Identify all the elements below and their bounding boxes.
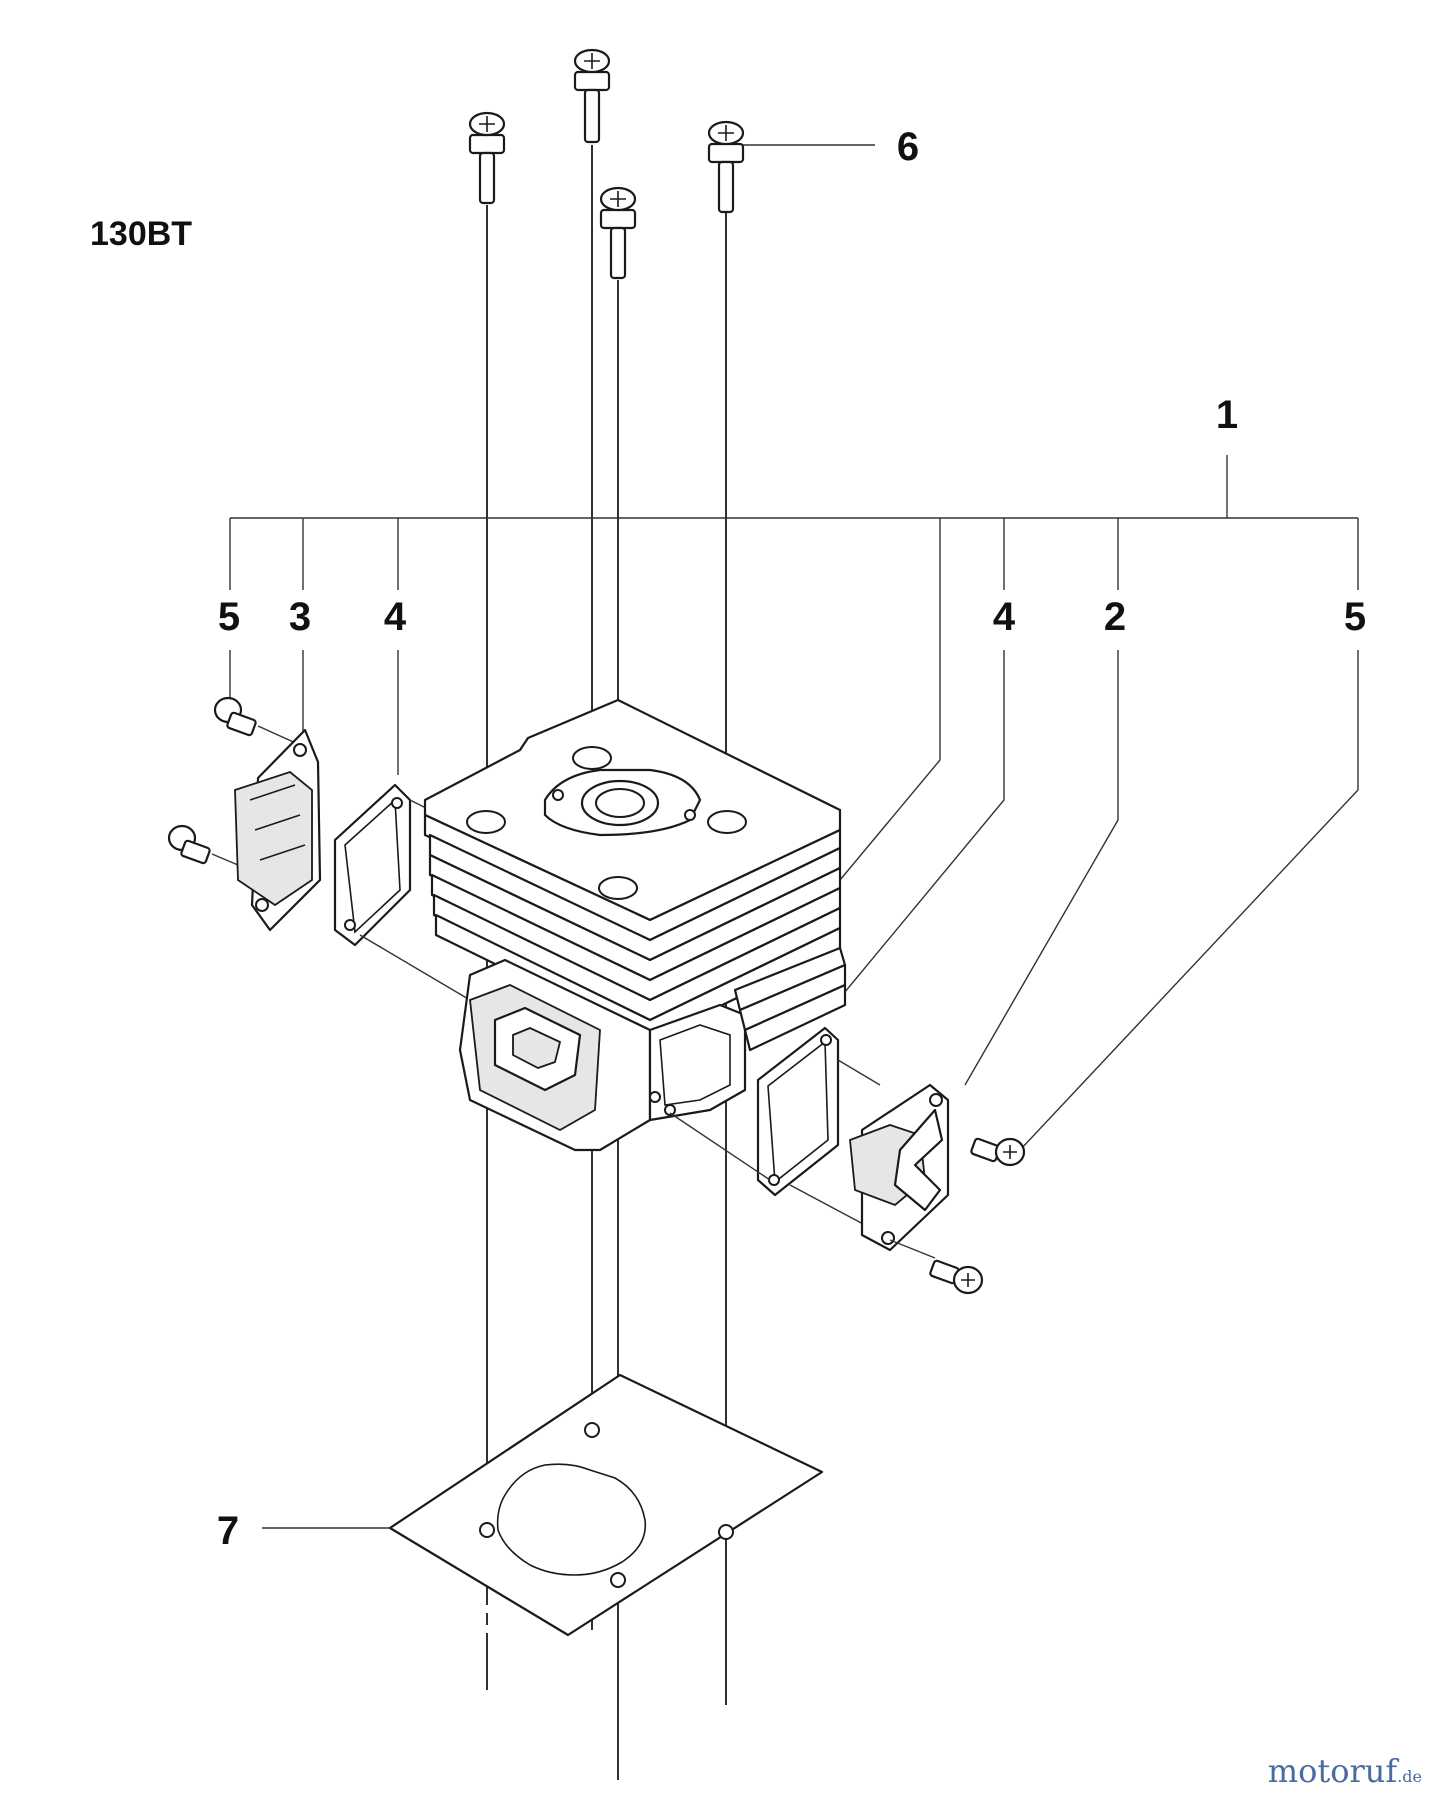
part-3-flange-left	[234, 728, 322, 932]
bolt-left-lower	[167, 824, 246, 869]
bolt-right-upper	[970, 1137, 1026, 1167]
part-7-base-gasket	[388, 1373, 824, 1637]
cylinder-screw-4	[707, 120, 745, 214]
part-4-gasket-right	[756, 1026, 840, 1197]
cylinder-screw-3	[599, 186, 637, 280]
callout-4-left: 4	[384, 595, 407, 639]
callout-3: 3	[289, 595, 311, 639]
bracket-1	[229, 455, 1359, 760]
watermark-logo: motoruf.de	[1267, 1752, 1422, 1790]
callout-4-right: 4	[993, 595, 1016, 639]
cylinder-screw-1	[468, 111, 506, 205]
gasket-left-connector-2	[359, 934, 471, 1001]
model-label: 130BT	[90, 215, 192, 253]
callout-5-right: 5	[1344, 595, 1366, 639]
cylinder-body	[423, 698, 847, 1152]
part-4-gasket-left	[333, 783, 412, 947]
gasket-right-connector	[669, 1112, 771, 1181]
callout-6: 6	[897, 125, 919, 169]
cylinder-screw-2	[573, 48, 611, 144]
bolt-left-upper	[213, 696, 301, 746]
callout-2: 2	[1104, 595, 1126, 639]
bolt-right-lower	[889, 1239, 984, 1295]
gasket-right-connector-2	[837, 1059, 881, 1086]
callout-7: 7	[217, 1509, 239, 1553]
gasket-right-connector-3	[789, 1184, 866, 1226]
callout-5-left: 5	[218, 595, 240, 639]
callout-1: 1	[1216, 393, 1238, 437]
part-2-flange-right	[849, 1083, 950, 1252]
part-leaders	[229, 650, 1359, 1151]
